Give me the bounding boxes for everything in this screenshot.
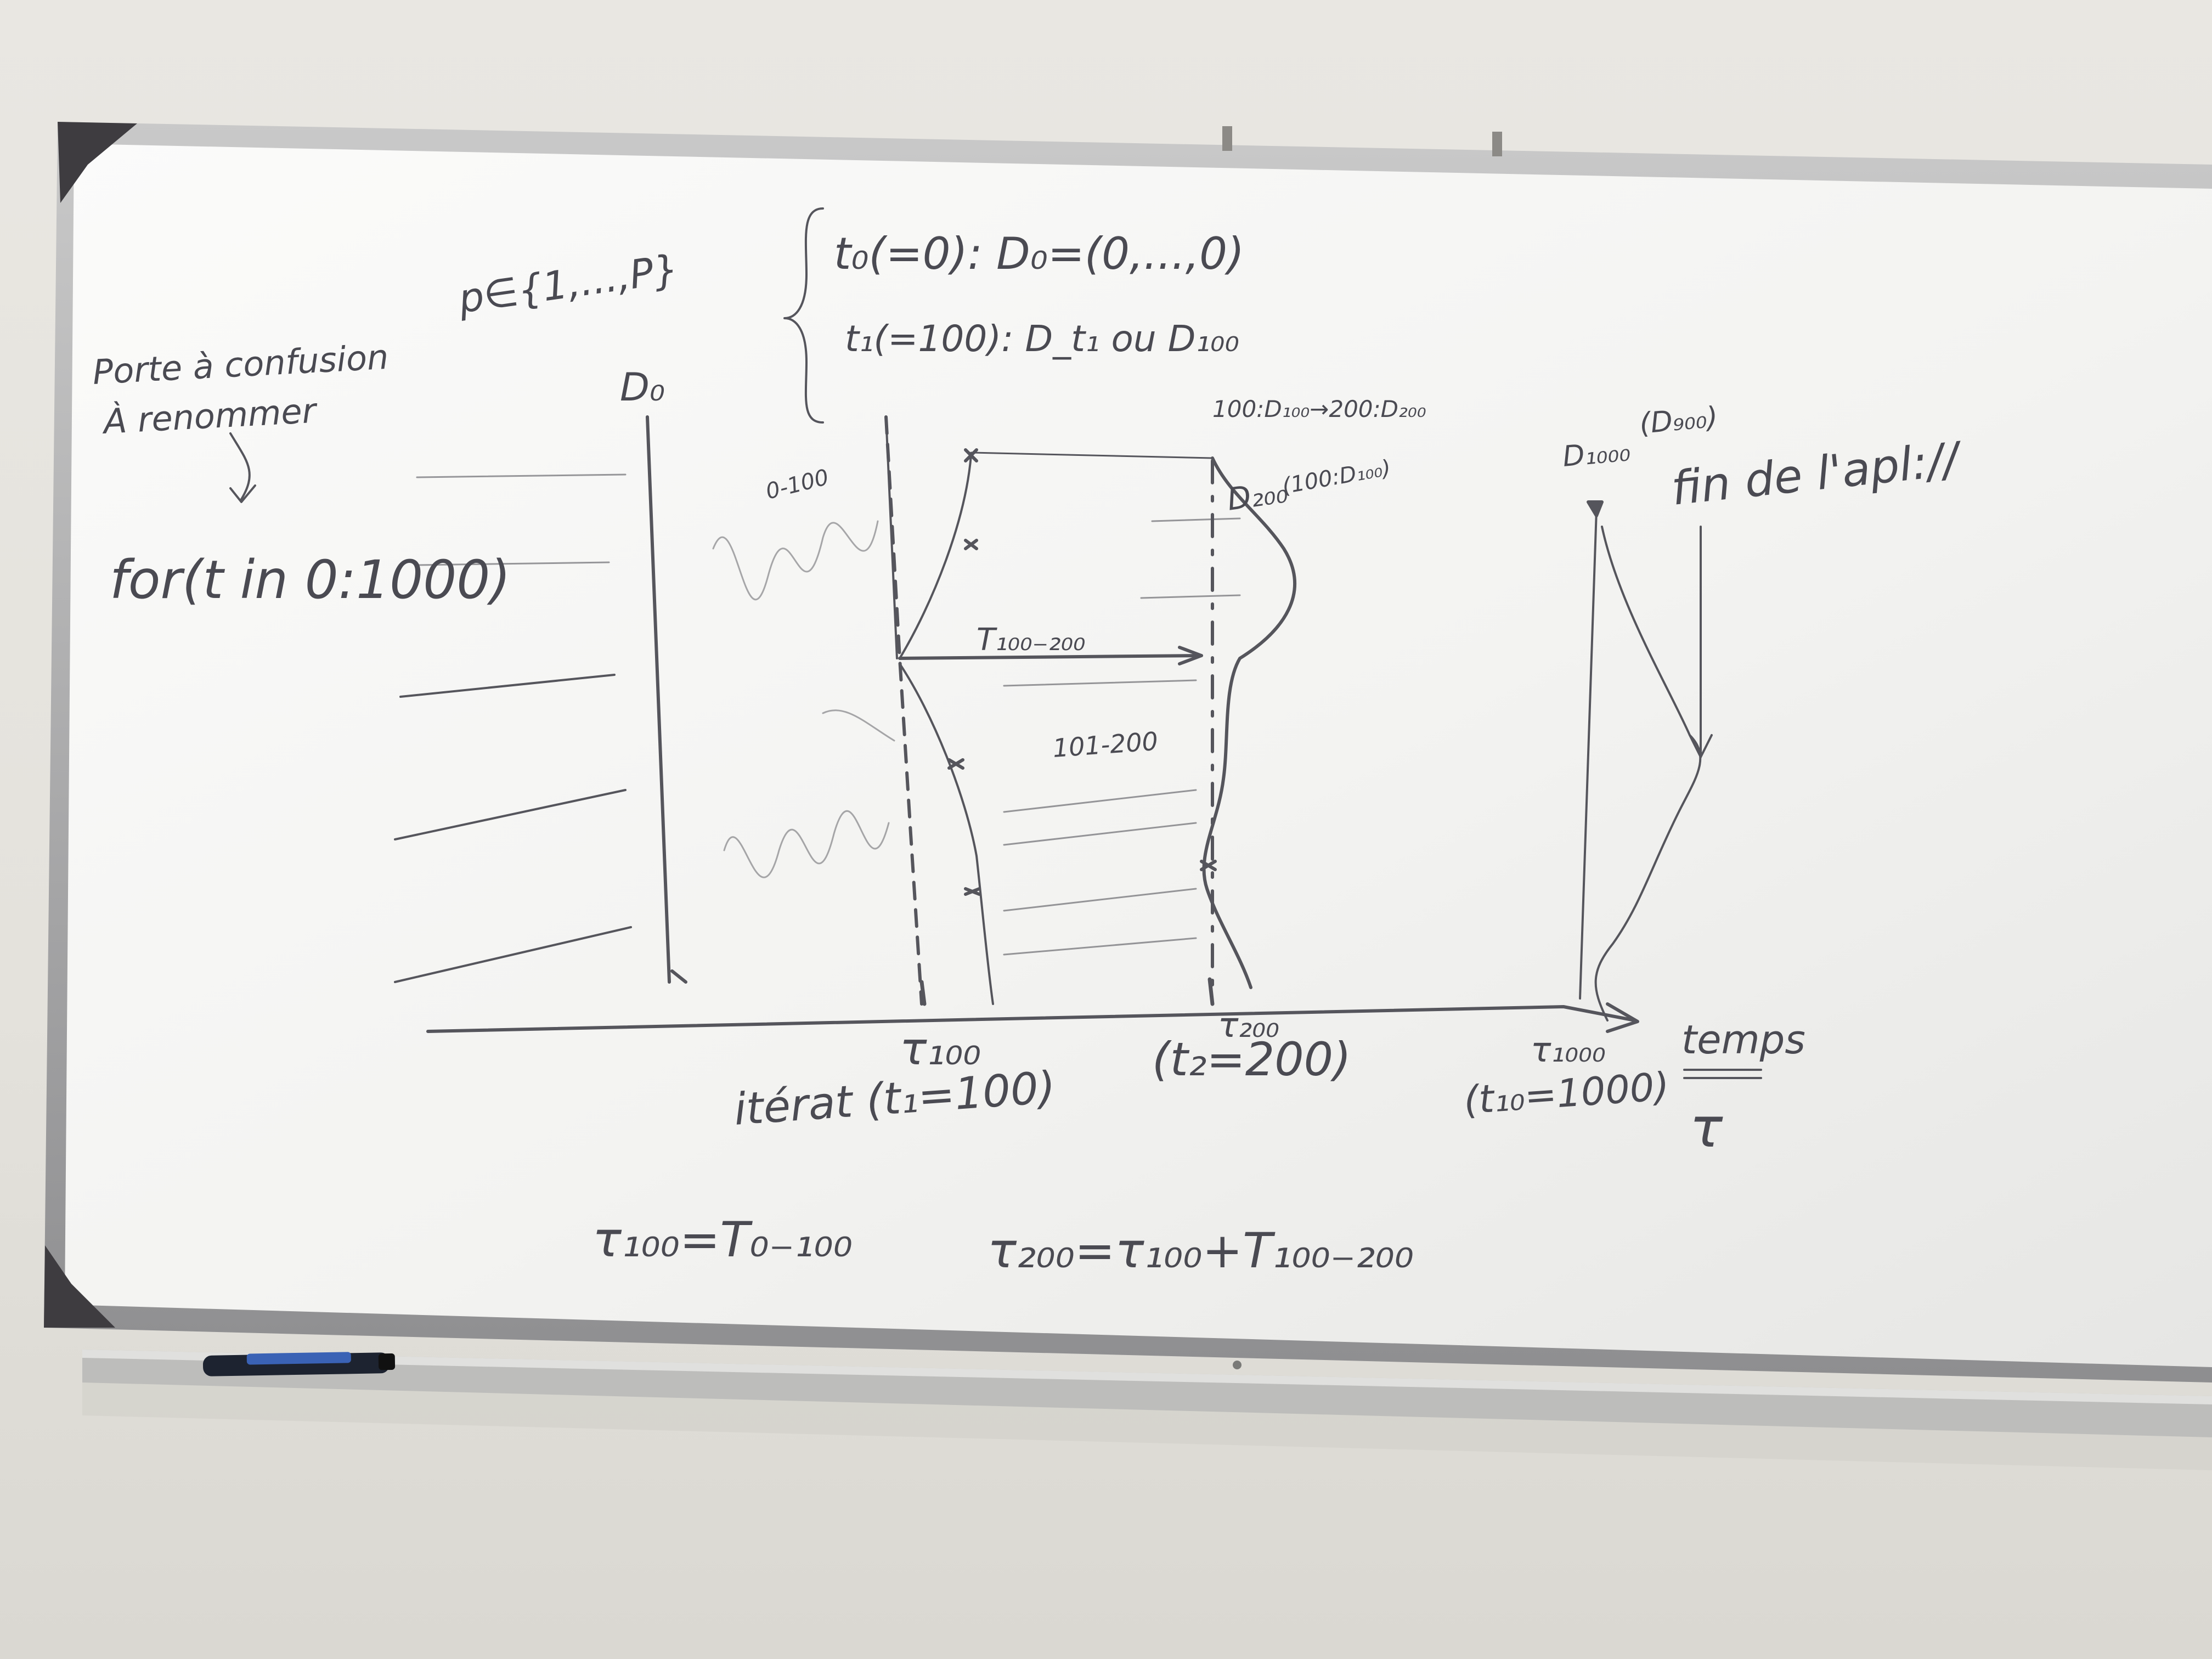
d900-label: (D₉₀₀) — [1638, 401, 1719, 441]
tray-shadow — [82, 1383, 2212, 1470]
d1000-label: D₁₀₀₀ — [1561, 435, 1632, 473]
mapping-top-label: 100:D₁₀₀→200:D₂₀₀ — [1212, 396, 1426, 422]
mounting-clip — [1222, 126, 1232, 151]
frame-corner-top-left — [58, 122, 137, 203]
d200-label: D₂₀₀ — [1225, 474, 1290, 518]
t2-label: (t₂=200) — [1152, 1032, 1351, 1086]
tau-symbol: τ — [1690, 1096, 1723, 1160]
formula-tau100: τ₁₀₀=T₀₋₁₀₀ — [592, 1211, 853, 1268]
range-101-200: 101-200 — [1052, 726, 1159, 763]
temps-label: temps — [1681, 1017, 1805, 1063]
diagram-strokes — [229, 207, 1762, 1079]
tau1000-axis-label: τ₁₀₀₀ — [1531, 1030, 1606, 1070]
whiteboard-surface — [65, 144, 2212, 1367]
mounting-clip — [1492, 132, 1502, 156]
formula-tau200: τ₂₀₀=τ₁₀₀+T₁₀₀₋₂₀₀ — [988, 1222, 1414, 1279]
frame-corner-bottom-left — [44, 1245, 115, 1328]
t-100-200-label: T₁₀₀₋₂₀₀ — [977, 622, 1085, 658]
for-loop-label: for(t in 0:1000) — [110, 549, 511, 611]
marker-pen — [202, 1352, 396, 1376]
tau100-axis-label: τ₁₀₀ — [900, 1023, 981, 1075]
marker-tray — [82, 1350, 2212, 1437]
tau200-axis-label: τ₂₀₀ — [1218, 1005, 1279, 1045]
brace-t0: t₀(=0): D₀=(0,...,0) — [834, 228, 1244, 279]
d0-label: D₀ — [620, 365, 665, 410]
brace-t1: t₁(=100): D_t₁ ou D₁₀₀ — [845, 318, 1239, 360]
